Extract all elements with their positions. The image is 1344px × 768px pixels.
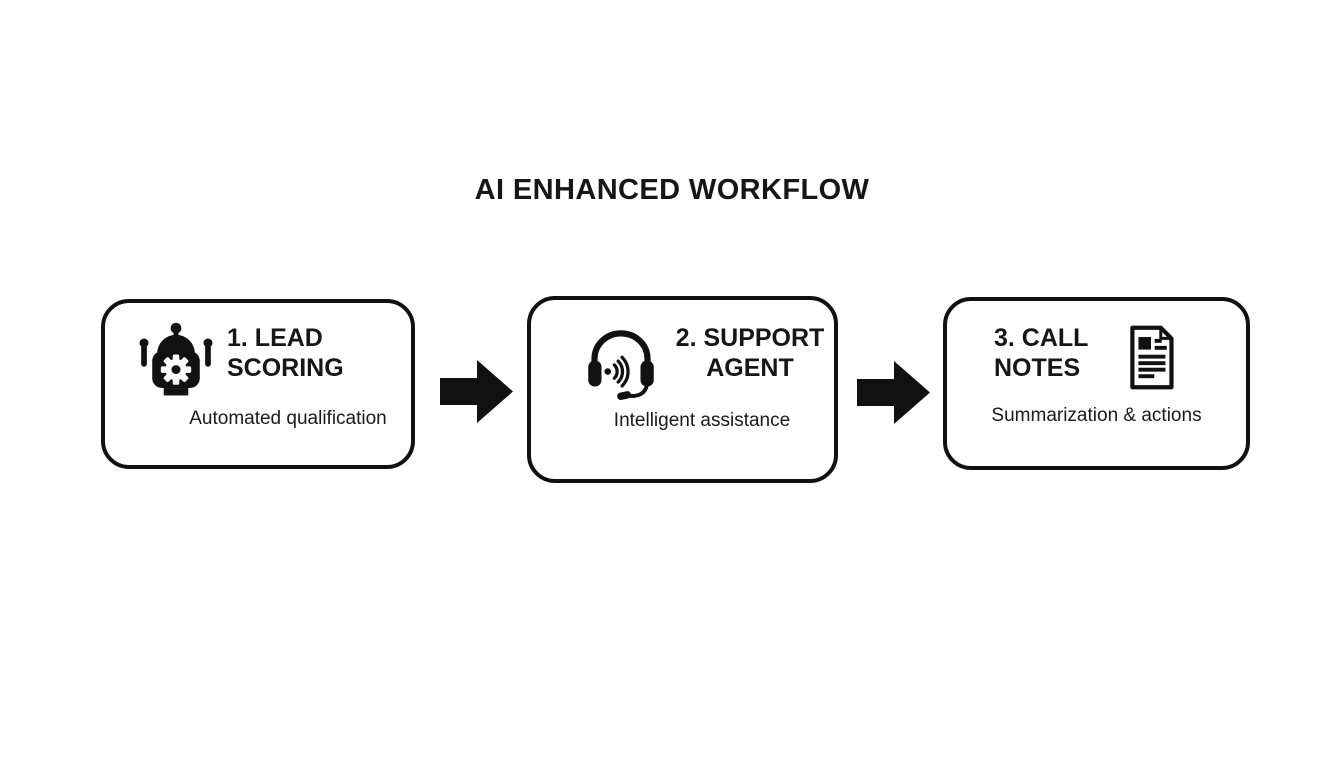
workflow-step-support-agent: 2. SUPPORT AGENT Intelligent assistance bbox=[527, 296, 838, 483]
step-heading-line2: NOTES bbox=[994, 354, 1081, 382]
step-heading-line2: AGENT bbox=[706, 354, 794, 382]
step-heading: 3. CALL NOTES bbox=[994, 323, 1088, 383]
arrow-right-icon bbox=[857, 361, 930, 424]
step-subtitle: Intelligent assistance bbox=[613, 410, 791, 431]
step-heading-line1: 3. CALL bbox=[994, 324, 1089, 352]
step-heading-line1: 1. LEAD bbox=[227, 324, 323, 352]
step-subtitle: Summarization & actions bbox=[991, 405, 1202, 426]
step-heading: 1. LEAD SCORING bbox=[227, 323, 344, 383]
headset-icon bbox=[582, 324, 660, 402]
step-subtitle: Automated qualification bbox=[189, 408, 387, 429]
arrow-right-icon bbox=[440, 360, 513, 423]
step-heading-line2: SCORING bbox=[227, 354, 344, 382]
step-heading-line1: 2. SUPPORT bbox=[675, 324, 825, 352]
workflow-step-call-notes: 3. CALL NOTES Summarization & actions bbox=[943, 297, 1250, 470]
step-heading: 2. SUPPORT AGENT bbox=[665, 323, 835, 383]
workflow-step-lead-scoring: 1. LEAD SCORING Automated qualification bbox=[101, 299, 415, 469]
diagram-title: AI ENHANCED WORKFLOW bbox=[474, 174, 870, 206]
robot-icon bbox=[135, 320, 217, 402]
document-icon bbox=[1123, 324, 1179, 391]
